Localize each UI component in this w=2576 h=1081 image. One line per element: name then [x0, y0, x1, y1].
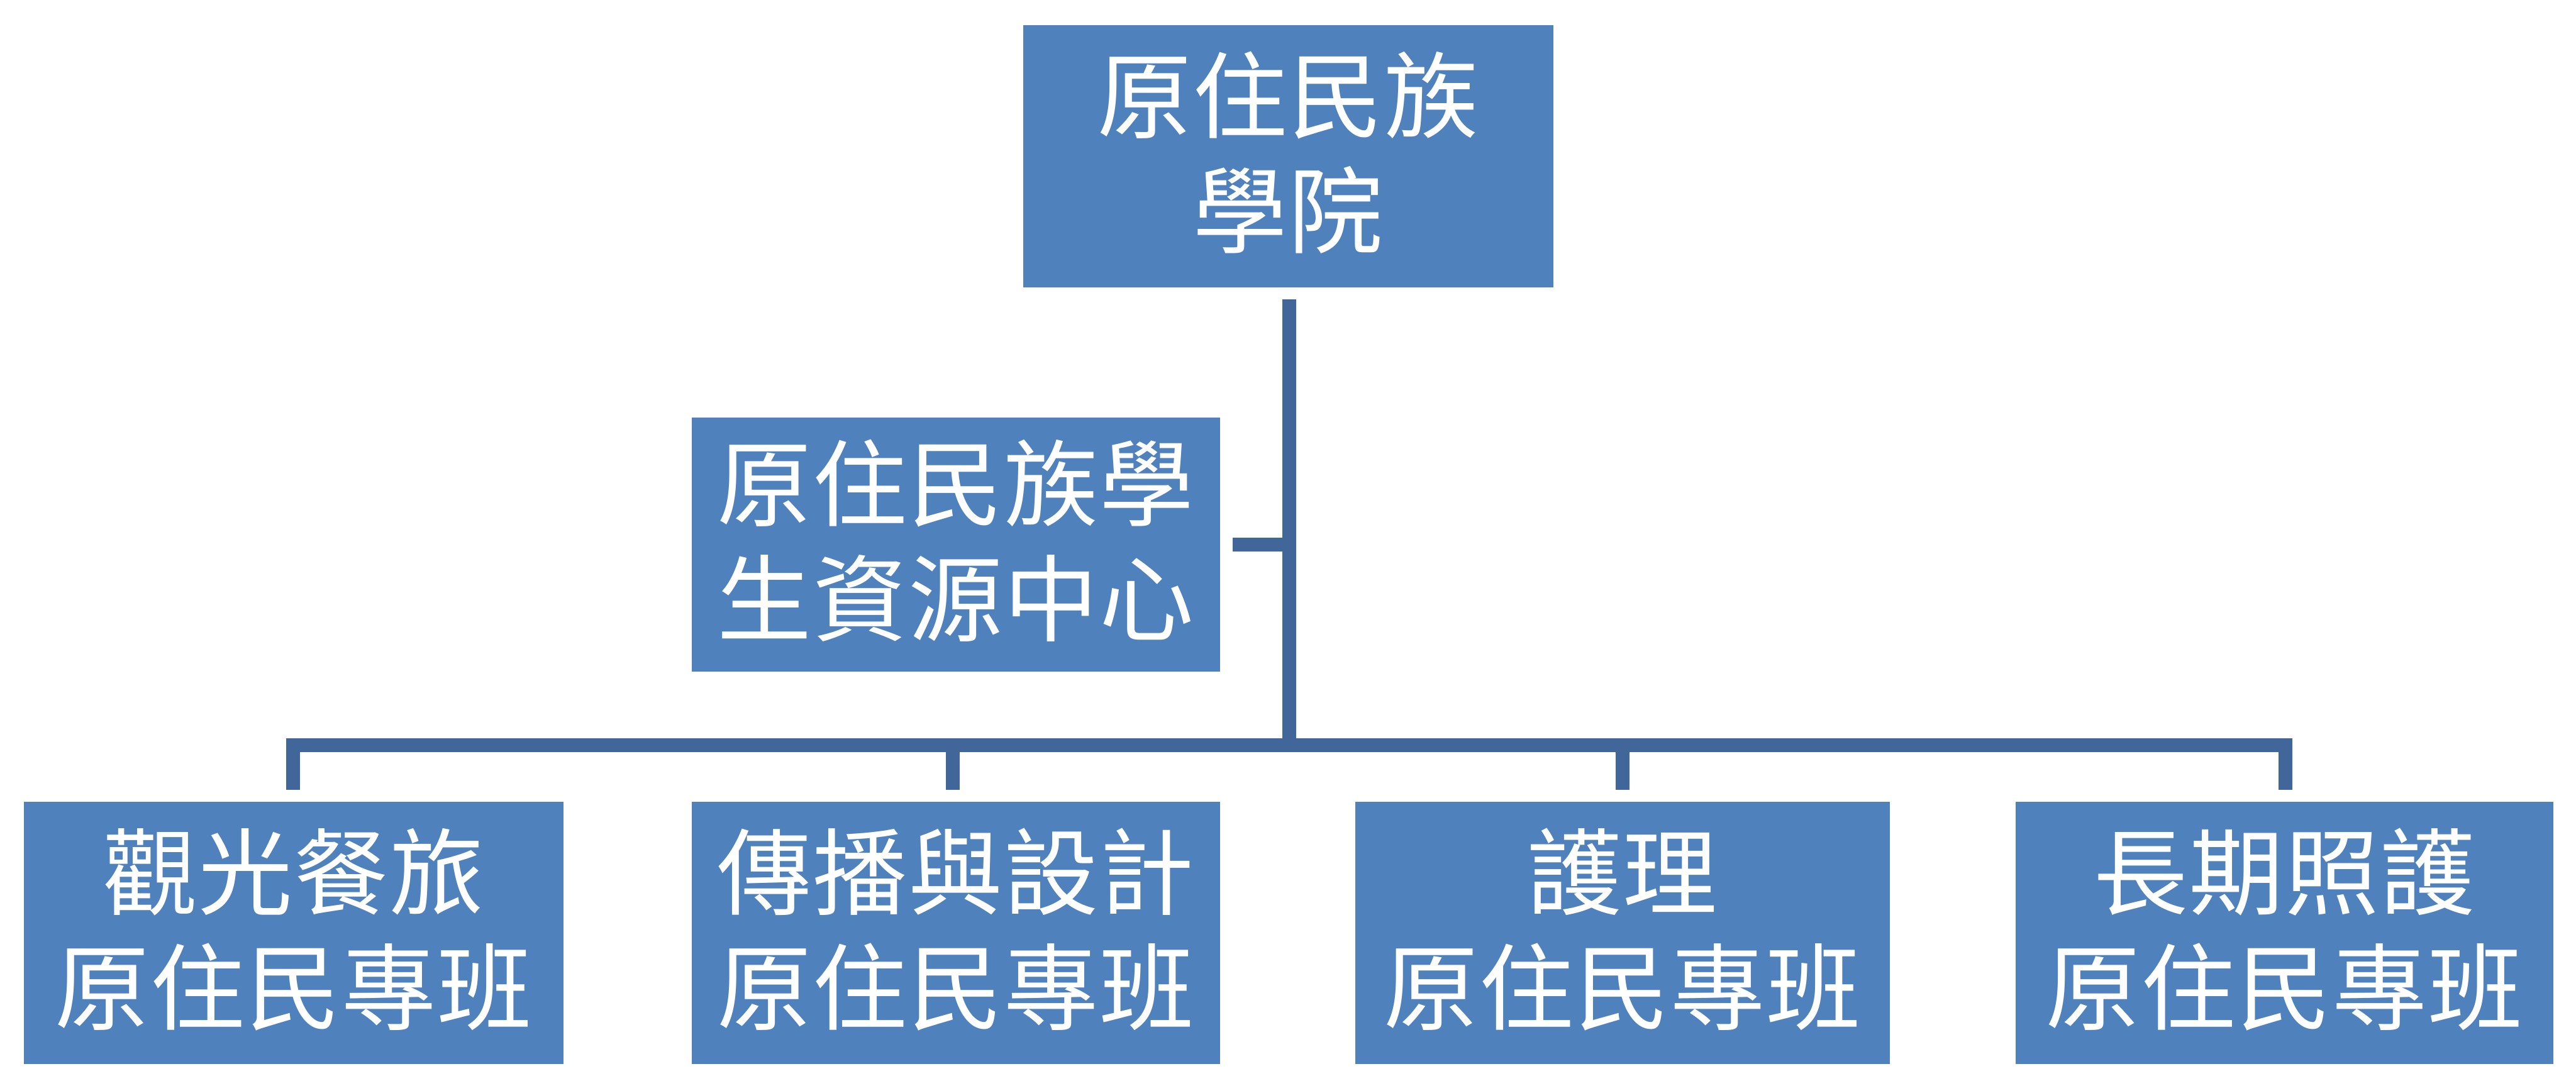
node-program-nursing-line-2: 原住民專班	[1383, 935, 1862, 1045]
node-program-tourism-line-1: 觀光餐旅	[102, 820, 485, 930]
node-program-long-term-care-line-1: 長期照護	[2093, 820, 2476, 930]
node-program-tourism: 觀光餐旅 原住民專班	[24, 802, 564, 1064]
node-program-communication-design: 傳播與設計 原住民專班	[692, 802, 1220, 1064]
node-resource-center: 原住民族學 生資源中心	[692, 418, 1220, 672]
node-program-tourism-line-2: 原住民專班	[54, 935, 533, 1045]
node-resource-center-line-2: 生資源中心	[716, 547, 1195, 657]
node-college: 原住民族 學院	[1023, 25, 1553, 287]
node-college-line-1: 原住民族	[1097, 43, 1480, 153]
node-college-line-2: 學院	[1192, 158, 1384, 269]
node-program-nursing-line-1: 護理	[1526, 820, 1718, 930]
node-program-long-term-care: 長期照護 原住民專班	[2016, 802, 2553, 1064]
node-program-communication-design-line-2: 原住民專班	[716, 935, 1195, 1045]
node-program-long-term-care-line-2: 原住民專班	[2045, 935, 2524, 1045]
node-resource-center-line-1: 原住民族學	[716, 432, 1195, 541]
node-program-nursing: 護理 原住民專班	[1355, 802, 1890, 1064]
node-program-communication-design-line-1: 傳播與設計	[716, 820, 1195, 930]
